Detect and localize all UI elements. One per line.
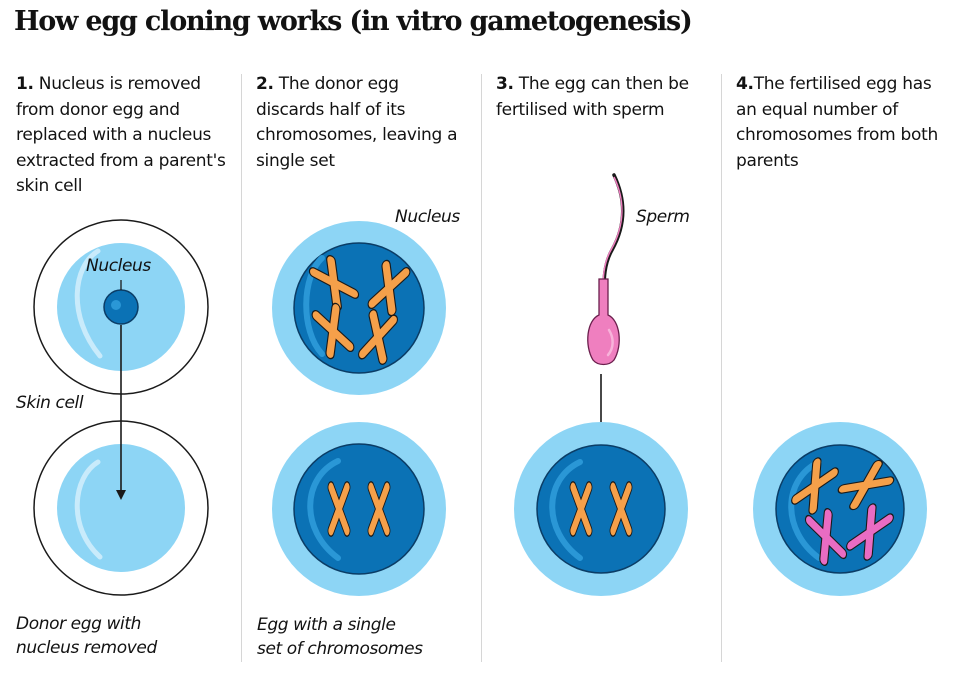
- step-number: 4.: [736, 74, 754, 94]
- step-number: 3.: [496, 74, 514, 94]
- label-donor-egg-line1: Donor egg with: [16, 614, 141, 634]
- fertilised-egg: [753, 422, 927, 596]
- chromosome-paternal: [846, 503, 894, 561]
- step-text: Nucleus is removed from donor egg and re…: [16, 74, 226, 196]
- label-nucleus-step2: Nucleus: [395, 207, 460, 227]
- step-number: 2.: [256, 74, 274, 94]
- chromosome-maternal: [358, 309, 398, 365]
- column-divider: [721, 74, 722, 662]
- chromosome-maternal: [311, 302, 355, 360]
- step-text: The egg can then be fertilised with sper…: [496, 74, 689, 120]
- label-donor-egg-line2: nucleus removed: [16, 638, 157, 658]
- figure-title: How egg cloning works (in vitro gametoge…: [14, 6, 693, 37]
- chromosome-maternal: [791, 457, 839, 515]
- label-egg-single-line1: Egg with a single: [257, 615, 396, 635]
- step-number: 1.: [16, 74, 34, 94]
- chromosome-maternal: [367, 259, 411, 317]
- egg-single-set: [272, 422, 446, 596]
- step-3-description: 3. The egg can then be fertilised with s…: [496, 72, 711, 123]
- chromosome-maternal: [308, 255, 360, 311]
- label-skin-cell: Skin cell: [16, 393, 84, 413]
- step-text: The fertilised egg has an equal number o…: [736, 74, 938, 171]
- step-text: The donor egg discards half of its chrom…: [256, 74, 458, 171]
- column-divider: [481, 74, 482, 662]
- label-egg-single-line2: set of chromosomes: [257, 639, 423, 659]
- chromosome-maternal: [837, 459, 895, 511]
- chromosome-maternal: [569, 481, 593, 537]
- step-4-description: 4.The fertilised egg has an equal number…: [736, 72, 951, 174]
- chromosome-maternal: [609, 481, 633, 537]
- skin-cell-nucleus: [103, 289, 139, 325]
- egg-nucleus-full-set: [272, 221, 446, 395]
- step-1-description: 1. Nucleus is removed from donor egg and…: [16, 72, 231, 200]
- chromosome-paternal: [804, 508, 848, 566]
- step-2-description: 2. The donor egg discards half of its ch…: [256, 72, 471, 174]
- sperm: [587, 173, 625, 366]
- column-divider: [241, 74, 242, 662]
- chromosome-maternal: [367, 481, 391, 537]
- label-sperm: Sperm: [636, 207, 690, 227]
- label-nucleus-step1: Nucleus: [86, 256, 151, 276]
- egg-awaiting-fertilisation: [514, 422, 688, 596]
- chromosome-maternal: [327, 481, 351, 537]
- donor-egg: [33, 420, 209, 596]
